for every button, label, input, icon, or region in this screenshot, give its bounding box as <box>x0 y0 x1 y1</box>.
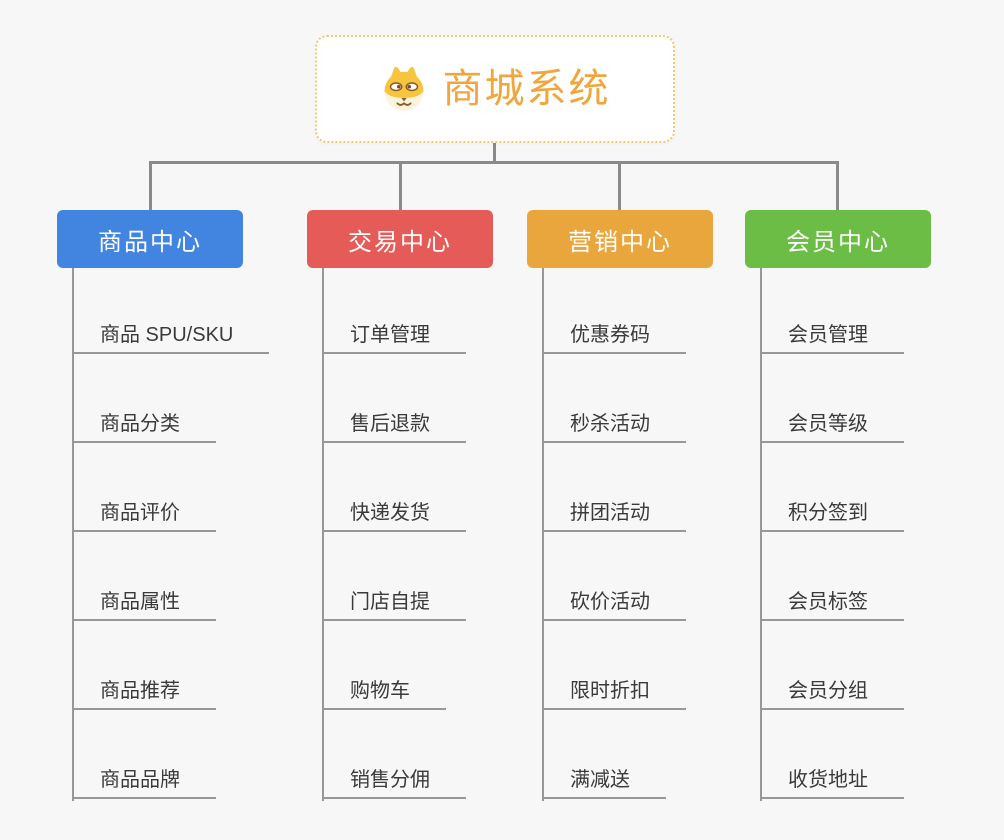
connector-drop <box>149 161 152 210</box>
sub-item[interactable]: 砍价活动 <box>542 532 686 621</box>
sub-item[interactable]: 收货地址 <box>760 710 904 799</box>
root-title: 商城系统 <box>442 67 611 111</box>
branch-spine <box>72 268 74 801</box>
connector-root-stub <box>493 143 496 164</box>
sub-item[interactable]: 售后退款 <box>322 354 466 443</box>
sub-item[interactable]: 商品推荐 <box>72 621 216 710</box>
sub-item[interactable]: 会员标签 <box>760 532 904 621</box>
sub-item[interactable]: 销售分佣 <box>322 710 466 799</box>
branch-node-product-center[interactable]: 商品中心 <box>57 210 243 268</box>
sub-item[interactable]: 快递发货 <box>322 443 466 532</box>
sub-item[interactable]: 商品属性 <box>72 532 216 621</box>
branch-items: 优惠券码 秒杀活动 拼团活动 砍价活动 限时折扣 满减送 <box>542 268 686 799</box>
sub-item[interactable]: 会员分组 <box>760 621 904 710</box>
sub-item[interactable]: 商品品牌 <box>72 710 216 799</box>
root-node-mall-system[interactable]: 商城系统 <box>315 35 675 143</box>
branch-items: 订单管理 售后退款 快递发货 门店自提 购物车 销售分佣 <box>322 268 466 799</box>
branch-spine <box>760 268 762 801</box>
sub-item[interactable]: 商品分类 <box>72 354 216 443</box>
sub-item[interactable]: 订单管理 <box>322 268 466 354</box>
sub-item[interactable]: 拼团活动 <box>542 443 686 532</box>
sub-item[interactable]: 限时折扣 <box>542 621 686 710</box>
sub-item[interactable]: 购物车 <box>322 621 446 710</box>
branch-items: 商品 SPU/SKU 商品分类 商品评价 商品属性 商品推荐 商品品牌 <box>72 268 270 799</box>
sub-item[interactable]: 会员等级 <box>760 354 904 443</box>
connector-drop <box>399 161 402 210</box>
sub-item[interactable]: 商品评价 <box>72 443 216 532</box>
sub-item[interactable]: 会员管理 <box>760 268 904 354</box>
branch-items: 会员管理 会员等级 积分签到 会员标签 会员分组 收货地址 <box>760 268 904 799</box>
branch-spine <box>542 268 544 801</box>
sub-item[interactable]: 满减送 <box>542 710 666 799</box>
branch-node-trade-center[interactable]: 交易中心 <box>307 210 493 268</box>
branch-node-marketing-center[interactable]: 营销中心 <box>527 210 713 268</box>
dog-face-icon <box>384 66 423 111</box>
sub-item[interactable]: 门店自提 <box>322 532 466 621</box>
sub-item[interactable]: 商品 SPU/SKU <box>72 268 270 354</box>
branch-node-member-center[interactable]: 会员中心 <box>745 210 931 268</box>
connector-drop <box>836 161 839 210</box>
sub-item[interactable]: 秒杀活动 <box>542 354 686 443</box>
connector-drop <box>618 161 621 210</box>
connector-bus <box>149 161 839 164</box>
branch-spine <box>322 268 324 801</box>
sub-item[interactable]: 积分签到 <box>760 443 904 532</box>
sub-item[interactable]: 优惠券码 <box>542 268 686 354</box>
